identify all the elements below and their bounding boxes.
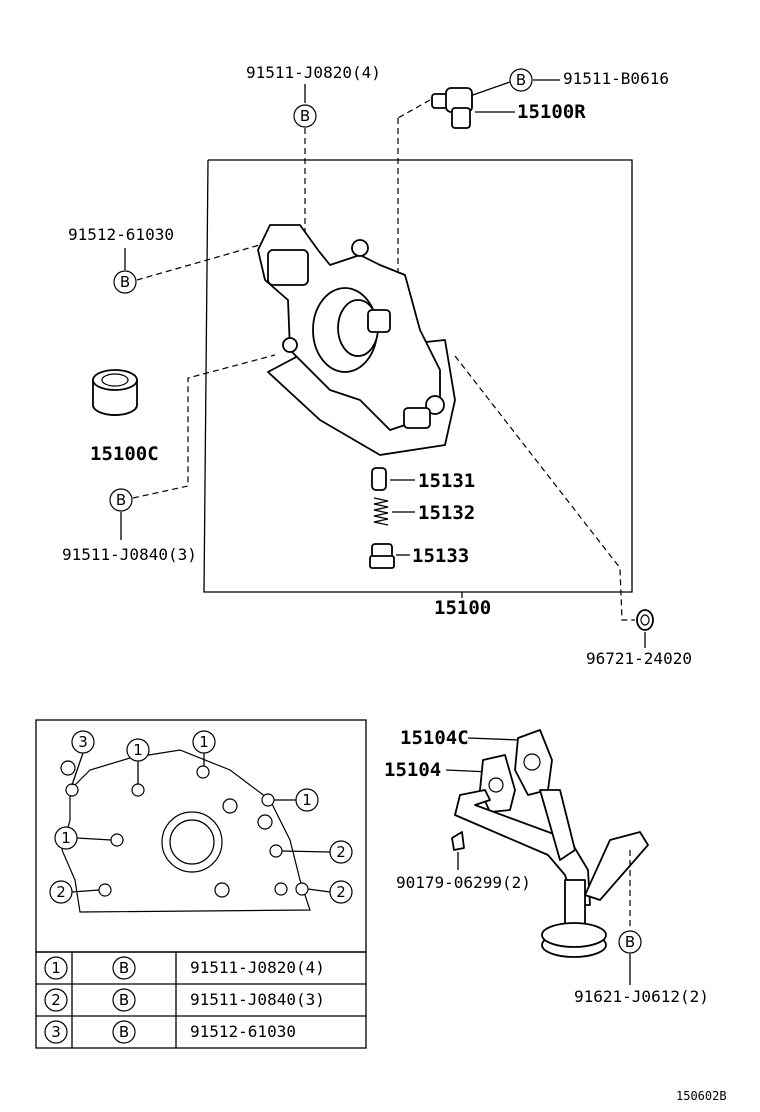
svg-text:B: B (119, 1023, 129, 1041)
legend-table (35, 951, 367, 1049)
legend-row-3: 3 B 91512-61030 (44, 1020, 296, 1044)
pos-callout-1a: 1 (126, 738, 150, 762)
callout-b-bolt-a: B (293, 104, 317, 128)
label-bolt-c[interactable]: 91512-61030 (68, 225, 174, 244)
callout-b-bolt-e: B (618, 930, 642, 954)
svg-text:B: B (119, 959, 129, 977)
flange-nut (451, 831, 465, 851)
svg-text:2: 2 (336, 843, 346, 861)
svg-text:3: 3 (51, 1023, 61, 1041)
svg-text:1: 1 (51, 959, 61, 977)
svg-text:1: 1 (199, 733, 209, 751)
svg-text:B: B (300, 107, 310, 125)
svg-text:2: 2 (56, 883, 66, 901)
pos-callout-1d: 1 (54, 826, 78, 850)
svg-text:2: 2 (51, 991, 61, 1009)
label-strainer[interactable]: 15104 (384, 759, 441, 781)
label-bolt-d[interactable]: 91511-J0840(3) (62, 545, 197, 564)
label-bolt-a[interactable]: 91511-J0820(4) (246, 63, 381, 82)
label-gasket-c[interactable]: 15104C (400, 727, 469, 749)
svg-text:91511-J0840(3): 91511-J0840(3) (190, 990, 325, 1009)
callout-b-bolt-c: B (113, 270, 137, 294)
legend-row-2: 2 B 91511-J0840(3) (44, 988, 325, 1012)
oil-seal (92, 369, 138, 416)
strainer-gasket (514, 729, 553, 796)
relief-plug (369, 543, 395, 569)
pos-callout-2a: 2 (329, 840, 353, 864)
svg-text:1: 1 (61, 829, 71, 847)
svg-text:B: B (625, 933, 635, 951)
pos-callout-1c: 1 (295, 788, 319, 812)
oil-pressure-sensor (431, 87, 473, 129)
diagram-code: 150602B (676, 1089, 727, 1103)
svg-text:1: 1 (133, 741, 143, 759)
svg-text:1: 1 (302, 791, 312, 809)
label-oring[interactable]: 96721-24020 (586, 649, 692, 668)
assembly-frame (203, 159, 633, 593)
svg-text:3: 3 (78, 733, 88, 751)
label-spring[interactable]: 15132 (418, 502, 475, 524)
label-pump-assy[interactable]: 15100 (434, 597, 491, 619)
svg-text:2: 2 (336, 883, 346, 901)
pos-callout-1b: 1 (192, 730, 216, 754)
label-valve[interactable]: 15131 (418, 470, 475, 492)
svg-text:B: B (119, 991, 129, 1009)
svg-text:91512-61030: 91512-61030 (190, 1022, 296, 1041)
oil-strainer (454, 754, 649, 958)
svg-text:B: B (120, 273, 130, 291)
label-seal[interactable]: 15100C (90, 443, 159, 465)
legend-row-1: 1 B 91511-J0820(4) (44, 956, 325, 980)
relief-spring (373, 497, 389, 526)
pos-callout-3: 3 (71, 730, 95, 754)
callout-b-bolt-d: B (109, 488, 133, 512)
o-ring (636, 609, 654, 631)
label-bolt-e[interactable]: 91621-J0612(2) (574, 987, 709, 1006)
svg-text:B: B (116, 491, 126, 509)
svg-text:91511-J0820(4): 91511-J0820(4) (190, 958, 325, 977)
oil-pump-body (257, 224, 456, 456)
pos-callout-2b: 2 (329, 880, 353, 904)
relief-valve (371, 467, 387, 491)
pos-callout-2c: 2 (49, 880, 73, 904)
label-sensor[interactable]: 15100R (517, 101, 586, 123)
pump-outline (60, 749, 311, 913)
label-nut[interactable]: 90179-06299(2) (396, 873, 531, 892)
callout-b-bolt-b: B (509, 68, 533, 92)
label-bolt-b[interactable]: 91511-B0616 (563, 69, 669, 88)
svg-text:B: B (516, 71, 526, 89)
label-plug[interactable]: 15133 (412, 545, 469, 567)
